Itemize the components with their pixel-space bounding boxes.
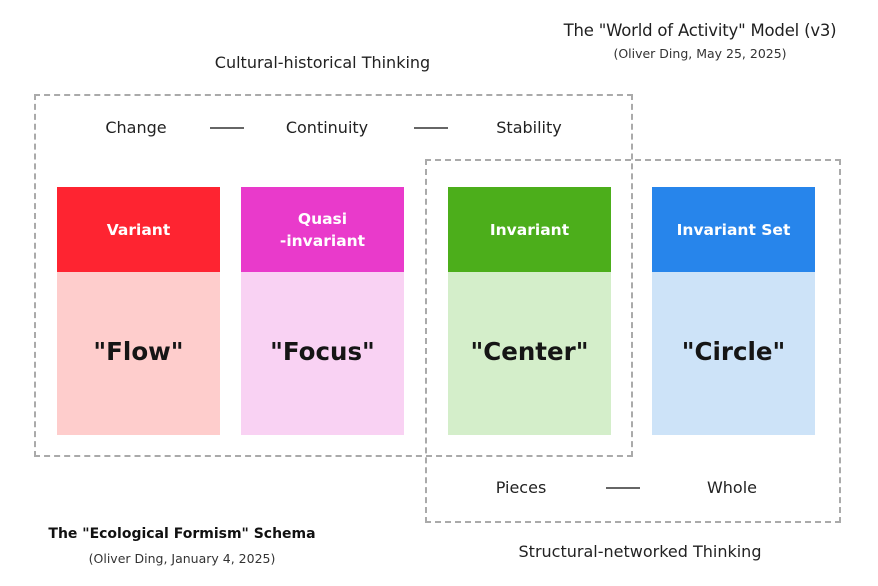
model-subtitle: (Oliver Ding, May 25, 2025) — [613, 46, 787, 61]
connector-change-continuity — [210, 127, 244, 129]
card-quasi-invariant-body: "Focus" — [241, 272, 404, 435]
card-variant-label: "Flow" — [93, 336, 184, 366]
term-pieces: Pieces — [495, 478, 547, 497]
term-stability: Stability — [496, 118, 562, 137]
schema-subtitle: (Oliver Ding, January 4, 2025) — [88, 551, 276, 566]
card-quasi-invariant-label: "Focus" — [270, 336, 375, 366]
connector-pieces-whole — [606, 487, 640, 489]
card-invariant-set-header: Invariant Set — [652, 187, 815, 272]
schema-title: The "Ecological Formism" Schema — [48, 526, 316, 542]
card-invariant-label: "Center" — [470, 336, 589, 366]
card-invariant: Invariant "Center" — [448, 187, 611, 435]
card-invariant-set-body: "Circle" — [652, 272, 815, 435]
model-title: The "World of Activity" Model (v3) — [563, 21, 837, 40]
card-quasi-invariant-header: Quasi -invariant — [241, 187, 404, 272]
term-change: Change — [105, 118, 167, 137]
term-continuity: Continuity — [285, 118, 369, 137]
cultural-historical-box — [34, 94, 633, 457]
structural-networked-box — [425, 159, 841, 523]
card-quasi-invariant: Quasi -invariant "Focus" — [241, 187, 404, 435]
card-variant-header: Variant — [57, 187, 220, 272]
connector-continuity-stability — [414, 127, 448, 129]
card-invariant-header: Invariant — [448, 187, 611, 272]
cultural-historical-label: Cultural-historical Thinking — [214, 53, 431, 72]
card-invariant-body: "Center" — [448, 272, 611, 435]
card-invariant-set-label: "Circle" — [681, 336, 786, 366]
term-whole: Whole — [706, 478, 758, 497]
structural-networked-label: Structural-networked Thinking — [518, 542, 762, 561]
card-variant: Variant "Flow" — [57, 187, 220, 435]
card-invariant-set: Invariant Set "Circle" — [652, 187, 815, 435]
card-variant-body: "Flow" — [57, 272, 220, 435]
